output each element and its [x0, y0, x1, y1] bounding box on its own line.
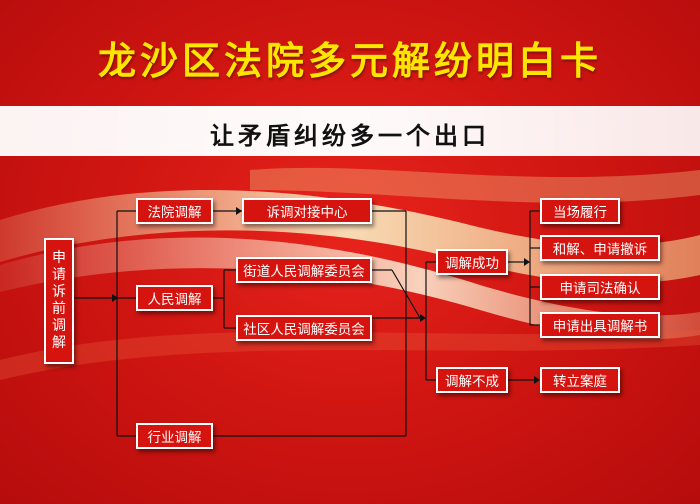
node-people-mediation: 人民调解 — [136, 285, 213, 311]
start-char-2: 请 — [52, 267, 66, 283]
arrow-fail — [534, 376, 540, 384]
node-judicial-confirmation: 申请司法确认 — [540, 274, 660, 300]
node-fail: 调解不成 — [436, 367, 508, 393]
node-court-mediation: 法院调解 — [136, 198, 213, 224]
start-char-1: 申 — [52, 250, 66, 266]
node-settle-withdraw: 和解、申请撤诉 — [540, 235, 660, 261]
arrow-center — [236, 207, 242, 215]
node-mediation-document: 申请出具调解书 — [540, 312, 660, 338]
arrow-hub — [420, 314, 426, 322]
wave-4 — [0, 330, 700, 380]
node-transfer-filing: 转立案庭 — [540, 367, 620, 393]
subtitle-band — [0, 106, 700, 156]
line-street-diag — [391, 269, 421, 319]
subtitle: 让矛盾纠纷多一个出口 — [210, 122, 490, 150]
wave-2 — [0, 237, 700, 340]
arrow-start — [112, 294, 118, 302]
node-success: 调解成功 — [436, 249, 508, 275]
node-community-committee: 社区人民调解委员会 — [236, 315, 372, 341]
node-perform-on-site: 当场履行 — [540, 198, 620, 224]
start-char-5: 调 — [52, 318, 66, 334]
arrow-success — [524, 258, 530, 266]
start-box: 申 请 诉 前 调 解 — [44, 238, 74, 364]
page-title: 龙沙区法院多元解纷明白卡 — [97, 39, 602, 83]
node-industry-mediation: 行业调解 — [136, 423, 213, 449]
wave-3 — [250, 167, 700, 203]
node-mediation-center: 诉调对接中心 — [242, 198, 372, 224]
start-char-6: 解 — [52, 335, 66, 351]
node-street-committee: 街道人民调解委员会 — [236, 257, 372, 283]
start-char-3: 诉 — [52, 284, 66, 300]
start-char-4: 前 — [52, 301, 66, 317]
